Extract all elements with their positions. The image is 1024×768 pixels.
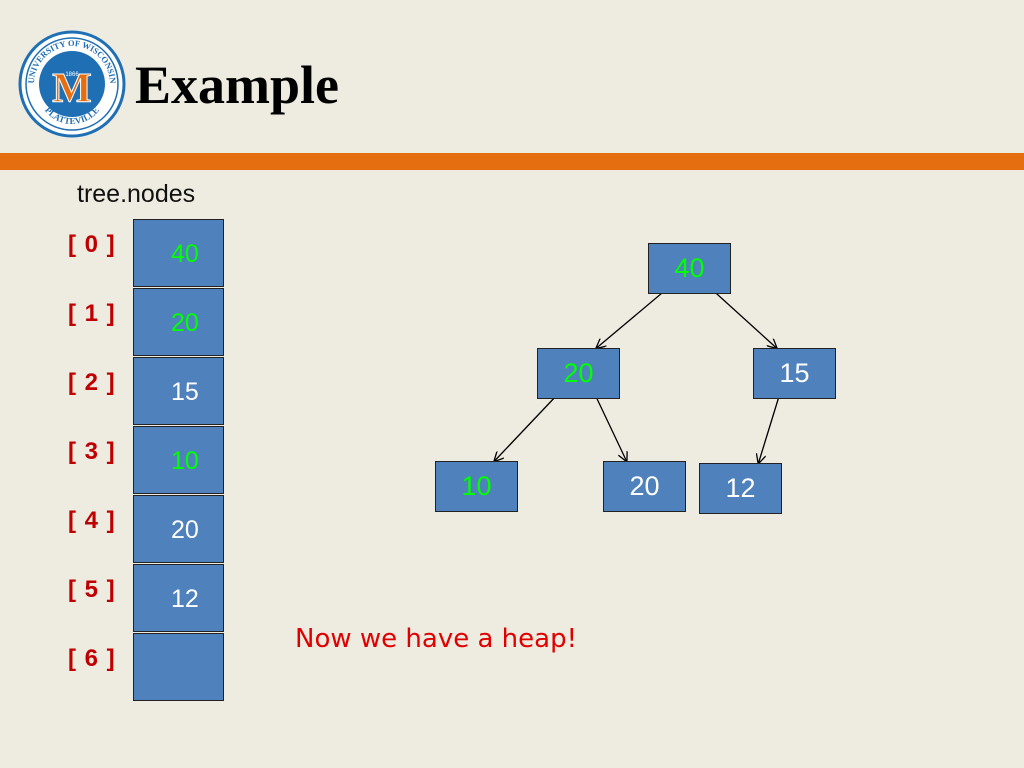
heap-message: Now we have a heap! (295, 624, 578, 654)
array-cell-value: 10 (171, 447, 199, 475)
tree-node-value: 12 (725, 473, 756, 503)
array-cell-value: 20 (171, 516, 199, 544)
slide-title: Example (135, 55, 340, 115)
array-index-1: [ 1 ] (68, 300, 116, 327)
svg-text:1866: 1866 (65, 72, 79, 78)
array-cell-0: 40 (133, 219, 224, 287)
array-index-6: [ 6 ] (68, 645, 116, 672)
tree-node-value: 10 (461, 471, 492, 501)
tree-node-value: 20 (563, 358, 594, 388)
tree-node-n2: 15 (753, 348, 836, 399)
tree-node-n5: 12 (699, 463, 782, 514)
array-cell-2: 15 (133, 357, 224, 425)
array-index-0: [ 0 ] (68, 231, 116, 258)
array-cell-5: 12 (133, 564, 224, 632)
tree-node-value: 15 (779, 358, 810, 388)
tree-node-n1: 20 (537, 348, 620, 399)
array-cell-3: 10 (133, 426, 224, 494)
array-index-3: [ 3 ] (68, 438, 116, 465)
array-label: tree.nodes (77, 180, 196, 208)
array-cell-value: 15 (171, 378, 199, 406)
tree-node-n4: 20 (603, 461, 686, 512)
array-cell-value: 40 (171, 240, 199, 268)
array-index-4: [ 4 ] (68, 507, 116, 534)
university-seal-logo: UNIVERSITY OF WISCONSIN PLATTEVILLE M 18… (18, 30, 126, 138)
svg-text:M: M (52, 66, 92, 112)
array-cell-value: 20 (171, 309, 199, 337)
array-cell-4: 20 (133, 495, 224, 563)
array-index-2: [ 2 ] (68, 369, 116, 396)
tree-node-n0: 40 (648, 243, 731, 294)
array-cell-value: 12 (171, 585, 199, 613)
array-cell-1: 20 (133, 288, 224, 356)
tree-node-value: 40 (674, 253, 705, 283)
tree-node-n3: 10 (435, 461, 518, 512)
accent-bar (0, 153, 1024, 170)
tree-node-value: 20 (629, 471, 660, 501)
array-index-5: [ 5 ] (68, 576, 116, 603)
array-cell-6 (133, 633, 224, 701)
